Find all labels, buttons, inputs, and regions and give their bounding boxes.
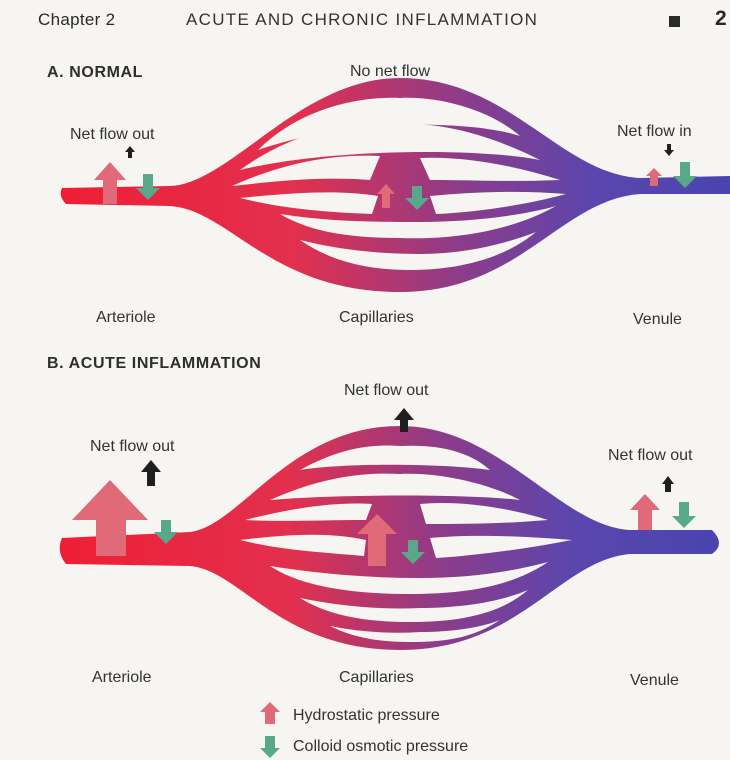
legend-hydrostatic-arrow-icon xyxy=(260,702,280,724)
legend-hydrostatic-label: Hydrostatic pressure xyxy=(293,707,440,725)
venule-label: Venule xyxy=(633,311,682,329)
small-up-arrow-icon xyxy=(125,146,135,158)
black-up-arrow-icon xyxy=(141,460,161,486)
capillaries-label: Capillaries xyxy=(339,309,414,327)
legend-colloid-label: Colloid osmotic pressure xyxy=(293,738,468,756)
small-up-arrow-icon xyxy=(662,476,674,492)
section-b-title: B. ACUTE INFLAMMATION xyxy=(47,355,261,373)
net-flow-out-left-label: Net flow out xyxy=(90,438,174,456)
arteriole-label: Arteriole xyxy=(96,309,156,327)
arteriole-label: Arteriole xyxy=(92,669,152,687)
colloid-arrow-icon xyxy=(672,502,696,528)
net-flow-out-right-label: Net flow out xyxy=(608,447,692,465)
net-flow-out-top-label: Net flow out xyxy=(344,382,428,400)
venule-label: Venule xyxy=(630,672,679,690)
normal-vessel-network xyxy=(61,78,730,292)
net-flow-out-label: Net flow out xyxy=(70,126,154,144)
net-flow-in-label: Net flow in xyxy=(617,123,692,141)
hydrostatic-arrow-icon xyxy=(630,494,660,530)
capillaries-label: Capillaries xyxy=(339,669,414,687)
small-down-arrow-icon xyxy=(664,144,674,156)
legend-colloid-arrow-icon xyxy=(260,736,280,758)
section-a-title: A. NORMAL xyxy=(47,64,143,82)
no-net-flow-label: No net flow xyxy=(350,63,430,81)
